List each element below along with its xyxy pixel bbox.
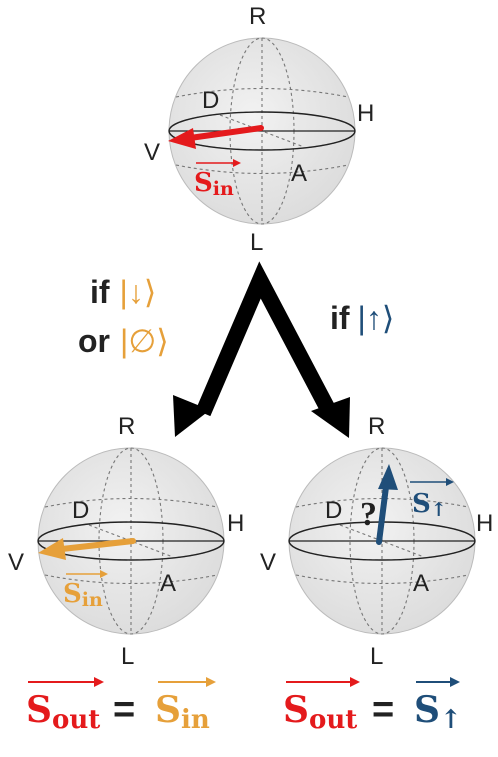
right-branch-arrowhead: [311, 397, 350, 438]
right-label-D: D: [325, 497, 342, 524]
right-eq-rhs-arrow-head: [450, 677, 460, 687]
right-equation: Sout = S↑: [283, 677, 462, 735]
left-eq-rhs-arrow-head: [206, 677, 216, 687]
left-branch-arrowhead: [173, 395, 210, 437]
left-label-V: V: [8, 549, 24, 576]
right-eq-lhs-arrow-head: [350, 677, 360, 687]
top-vector-label-arrow-head: [233, 159, 241, 167]
left-label-D: D: [72, 497, 89, 524]
right-label-R: R: [368, 413, 385, 440]
right-label-V: V: [260, 549, 276, 576]
right-condition-line: if|↑⟩: [330, 300, 394, 336]
left-vector-arrowhead: [38, 538, 66, 560]
right-label-A: A: [413, 570, 429, 597]
left-condition: if|↓⟩ or|∅⟩: [78, 274, 169, 359]
right-sphere: R L H V D A ? S↑: [260, 413, 493, 670]
left-label-R: R: [118, 413, 135, 440]
right-label-H: H: [476, 510, 493, 537]
left-eq-equals: =: [113, 689, 135, 731]
top-equator-ring: [168, 111, 356, 151]
left-condition-line2: or|∅⟩: [78, 323, 169, 359]
left-label-L: L: [121, 643, 134, 670]
top-label-R: R: [249, 3, 266, 30]
right-condition: if|↑⟩: [330, 300, 394, 336]
top-label-L: L: [250, 229, 263, 256]
left-eq-lhs-arrow-head: [94, 677, 104, 687]
top-label-V: V: [144, 139, 160, 166]
right-label-L: L: [370, 643, 383, 670]
right-vector-label: S↑: [412, 489, 447, 521]
branch-fork-lines: [195, 261, 338, 417]
left-condition-line1: if|↓⟩: [90, 274, 156, 310]
right-vector-label-arrow-head: [446, 478, 454, 486]
top-vector-arrowhead: [168, 128, 196, 149]
right-eq-rhs: S↑: [414, 689, 462, 735]
branch-arrows: [173, 261, 350, 438]
left-vector-label: Sin: [63, 579, 103, 611]
right-vector-arrowhead: [378, 464, 398, 490]
top-vector-label: Sin: [194, 168, 234, 200]
top-label-D: D: [202, 87, 219, 114]
right-eq-equals: =: [372, 689, 394, 731]
top-vector-shaft: [187, 125, 264, 141]
left-equation: Sout = Sin: [26, 677, 216, 735]
left-eq-rhs: Sin: [155, 689, 210, 735]
left-label-H: H: [227, 510, 244, 537]
left-vector-shaft: [59, 538, 136, 552]
left-label-A: A: [160, 570, 176, 597]
right-vector-shaft: [376, 484, 389, 545]
right-eq-lhs: Sout: [283, 689, 357, 735]
left-vector-label-arrow-head: [100, 570, 108, 578]
top-label-A: A: [291, 160, 307, 187]
left-sphere: R L H V D A Sin: [8, 413, 244, 670]
left-equator-ring: [37, 521, 225, 561]
left-eq-lhs: Sout: [26, 689, 100, 735]
top-sphere: R L H V D A Sin: [144, 3, 374, 256]
top-label-H: H: [357, 100, 374, 127]
right-question-mark: ?: [360, 496, 377, 533]
